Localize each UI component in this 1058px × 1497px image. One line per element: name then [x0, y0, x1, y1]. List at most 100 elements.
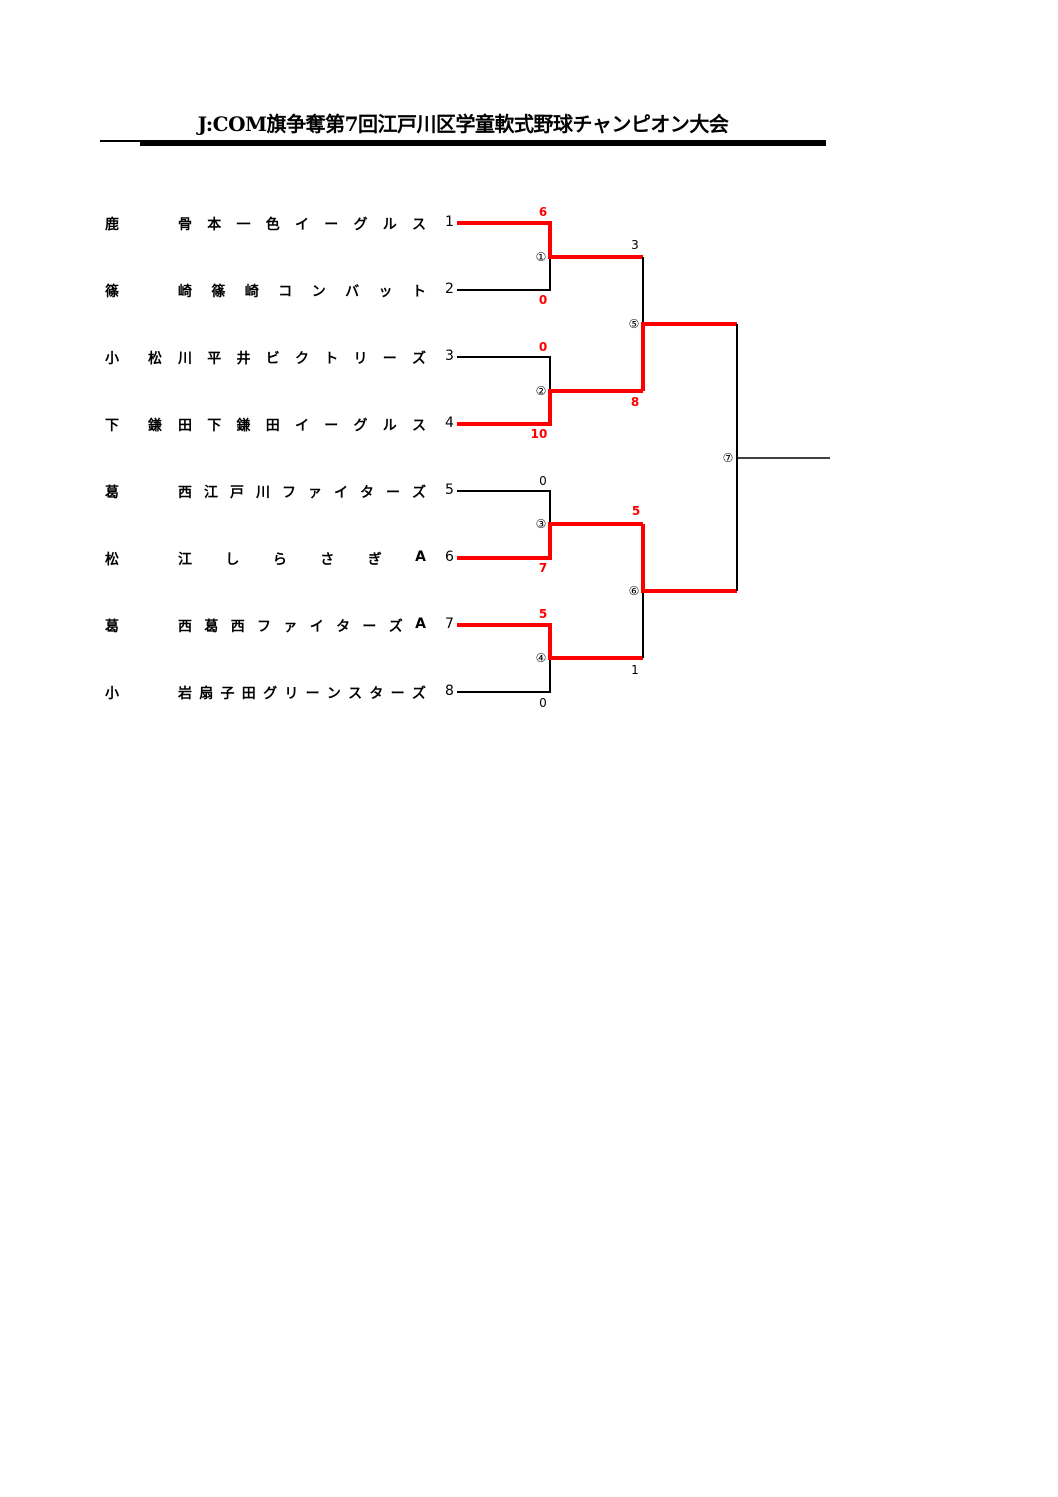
team-name-char: ー	[390, 686, 405, 702]
region-char: 下	[105, 418, 119, 434]
team-name-char: 田	[265, 418, 280, 434]
match-number: ⑥	[628, 584, 640, 598]
team-name-char: A	[415, 616, 426, 632]
team-name-char: 江	[178, 552, 192, 568]
team-name-char: 崎	[178, 284, 192, 300]
team-name: 川平井ビクトリーズ	[178, 348, 426, 368]
team-row: 鹿 骨本一色イーグルス 1	[0, 214, 470, 234]
team-name-char: グ	[353, 217, 368, 233]
team-name-char: ー	[324, 418, 339, 434]
team-seed: 5	[445, 482, 454, 498]
bracket-line-loser	[457, 658, 551, 693]
team-name-char: ズ	[412, 485, 426, 501]
team-name-char: 西	[178, 485, 192, 501]
team-seed: 1	[445, 214, 454, 230]
team-name-char: 平	[207, 351, 222, 367]
team-name-char: グ	[263, 686, 278, 702]
region-char: 小	[105, 686, 119, 702]
team-name-char: 葛	[204, 619, 219, 635]
team-name: 骨本一色イーグルス	[178, 214, 426, 234]
team-region: 鹿	[105, 214, 148, 234]
team-name-char: 西	[178, 619, 192, 635]
title-underline-thick	[140, 142, 826, 146]
region-char: 葛	[105, 619, 119, 635]
team-name-char: フ	[282, 485, 296, 501]
team-name-char: 田	[241, 686, 256, 702]
team-name-char: ス	[348, 686, 363, 702]
team-name-char: 下	[207, 418, 222, 434]
team-region: 篠	[105, 281, 148, 301]
team-seed: 4	[445, 415, 454, 431]
region-char: 松	[148, 351, 162, 367]
bracket-line-winner	[457, 522, 643, 560]
score: 0	[538, 293, 548, 307]
team-name-char: 井	[236, 351, 251, 367]
team-name-char: ズ	[411, 686, 426, 702]
team-name-char: ス	[412, 217, 426, 233]
score: 0	[539, 696, 547, 710]
team-name-char: 江	[204, 485, 218, 501]
team-name-char: 川	[178, 351, 192, 367]
team-name-char: ぎ	[367, 552, 382, 568]
team-name-char: ー	[386, 485, 400, 501]
team-name: 田下鎌田イーグルス	[178, 415, 426, 435]
team-seed: 7	[445, 616, 454, 632]
team-seed: 3	[445, 348, 454, 364]
region-char: 篠	[105, 284, 119, 300]
team-name-char: A	[415, 549, 426, 565]
team-name-char: ァ	[283, 619, 298, 635]
team-name-char: ン	[311, 284, 326, 300]
team-name: 崎篠崎コンバット	[178, 281, 426, 301]
team-name-char: タ	[360, 485, 374, 501]
team-name-char: ー	[324, 217, 339, 233]
page-title: J:COM旗争奪第7回江戸川区学童軟式野球チャンピオン大会	[197, 112, 729, 136]
score: 0	[538, 340, 548, 354]
team-region: 下鎌	[105, 415, 191, 435]
team-name-char: 西	[230, 619, 245, 635]
team-name-char: ビ	[265, 351, 280, 367]
team-name-char: ル	[382, 418, 397, 434]
region-char: 松	[105, 552, 119, 568]
region-char: 小	[105, 351, 119, 367]
team-name-char: 一	[236, 217, 251, 233]
team-name-char: フ	[257, 619, 272, 635]
team-name-char: ー	[305, 686, 320, 702]
team-name-char: 色	[265, 217, 280, 233]
bracket-line-winner	[457, 623, 643, 660]
match-number: ②	[535, 384, 547, 398]
score: 5	[538, 607, 548, 621]
team-name-char: ッ	[378, 284, 393, 300]
score: 8	[630, 395, 640, 409]
team-name-char: 篠	[211, 284, 226, 300]
team-name-char: ト	[324, 351, 339, 367]
match-number: ⑦	[722, 451, 734, 465]
bracket-line-loser	[457, 356, 551, 391]
team-name-char: ト	[411, 284, 426, 300]
title-underline	[100, 140, 826, 142]
team-name-char: タ	[336, 619, 351, 635]
region-char: 鎌	[148, 418, 162, 434]
team-seed: 8	[445, 683, 454, 699]
bracket-line-winner	[641, 322, 737, 391]
score: 7	[538, 561, 548, 575]
bracket-line-winner	[457, 389, 643, 426]
team-name-char: 子	[220, 686, 235, 702]
team-name-char: コ	[278, 284, 293, 300]
team-name-char: 戸	[230, 485, 244, 501]
team-name-char: タ	[369, 686, 384, 702]
team-name-char: グ	[353, 418, 368, 434]
team-region: 小松	[105, 348, 191, 368]
score: 1	[631, 663, 639, 677]
team-name: 西江戸川ファイターズ	[178, 482, 426, 502]
team-region: 小	[105, 683, 148, 703]
team-name-char: リ	[284, 686, 299, 702]
